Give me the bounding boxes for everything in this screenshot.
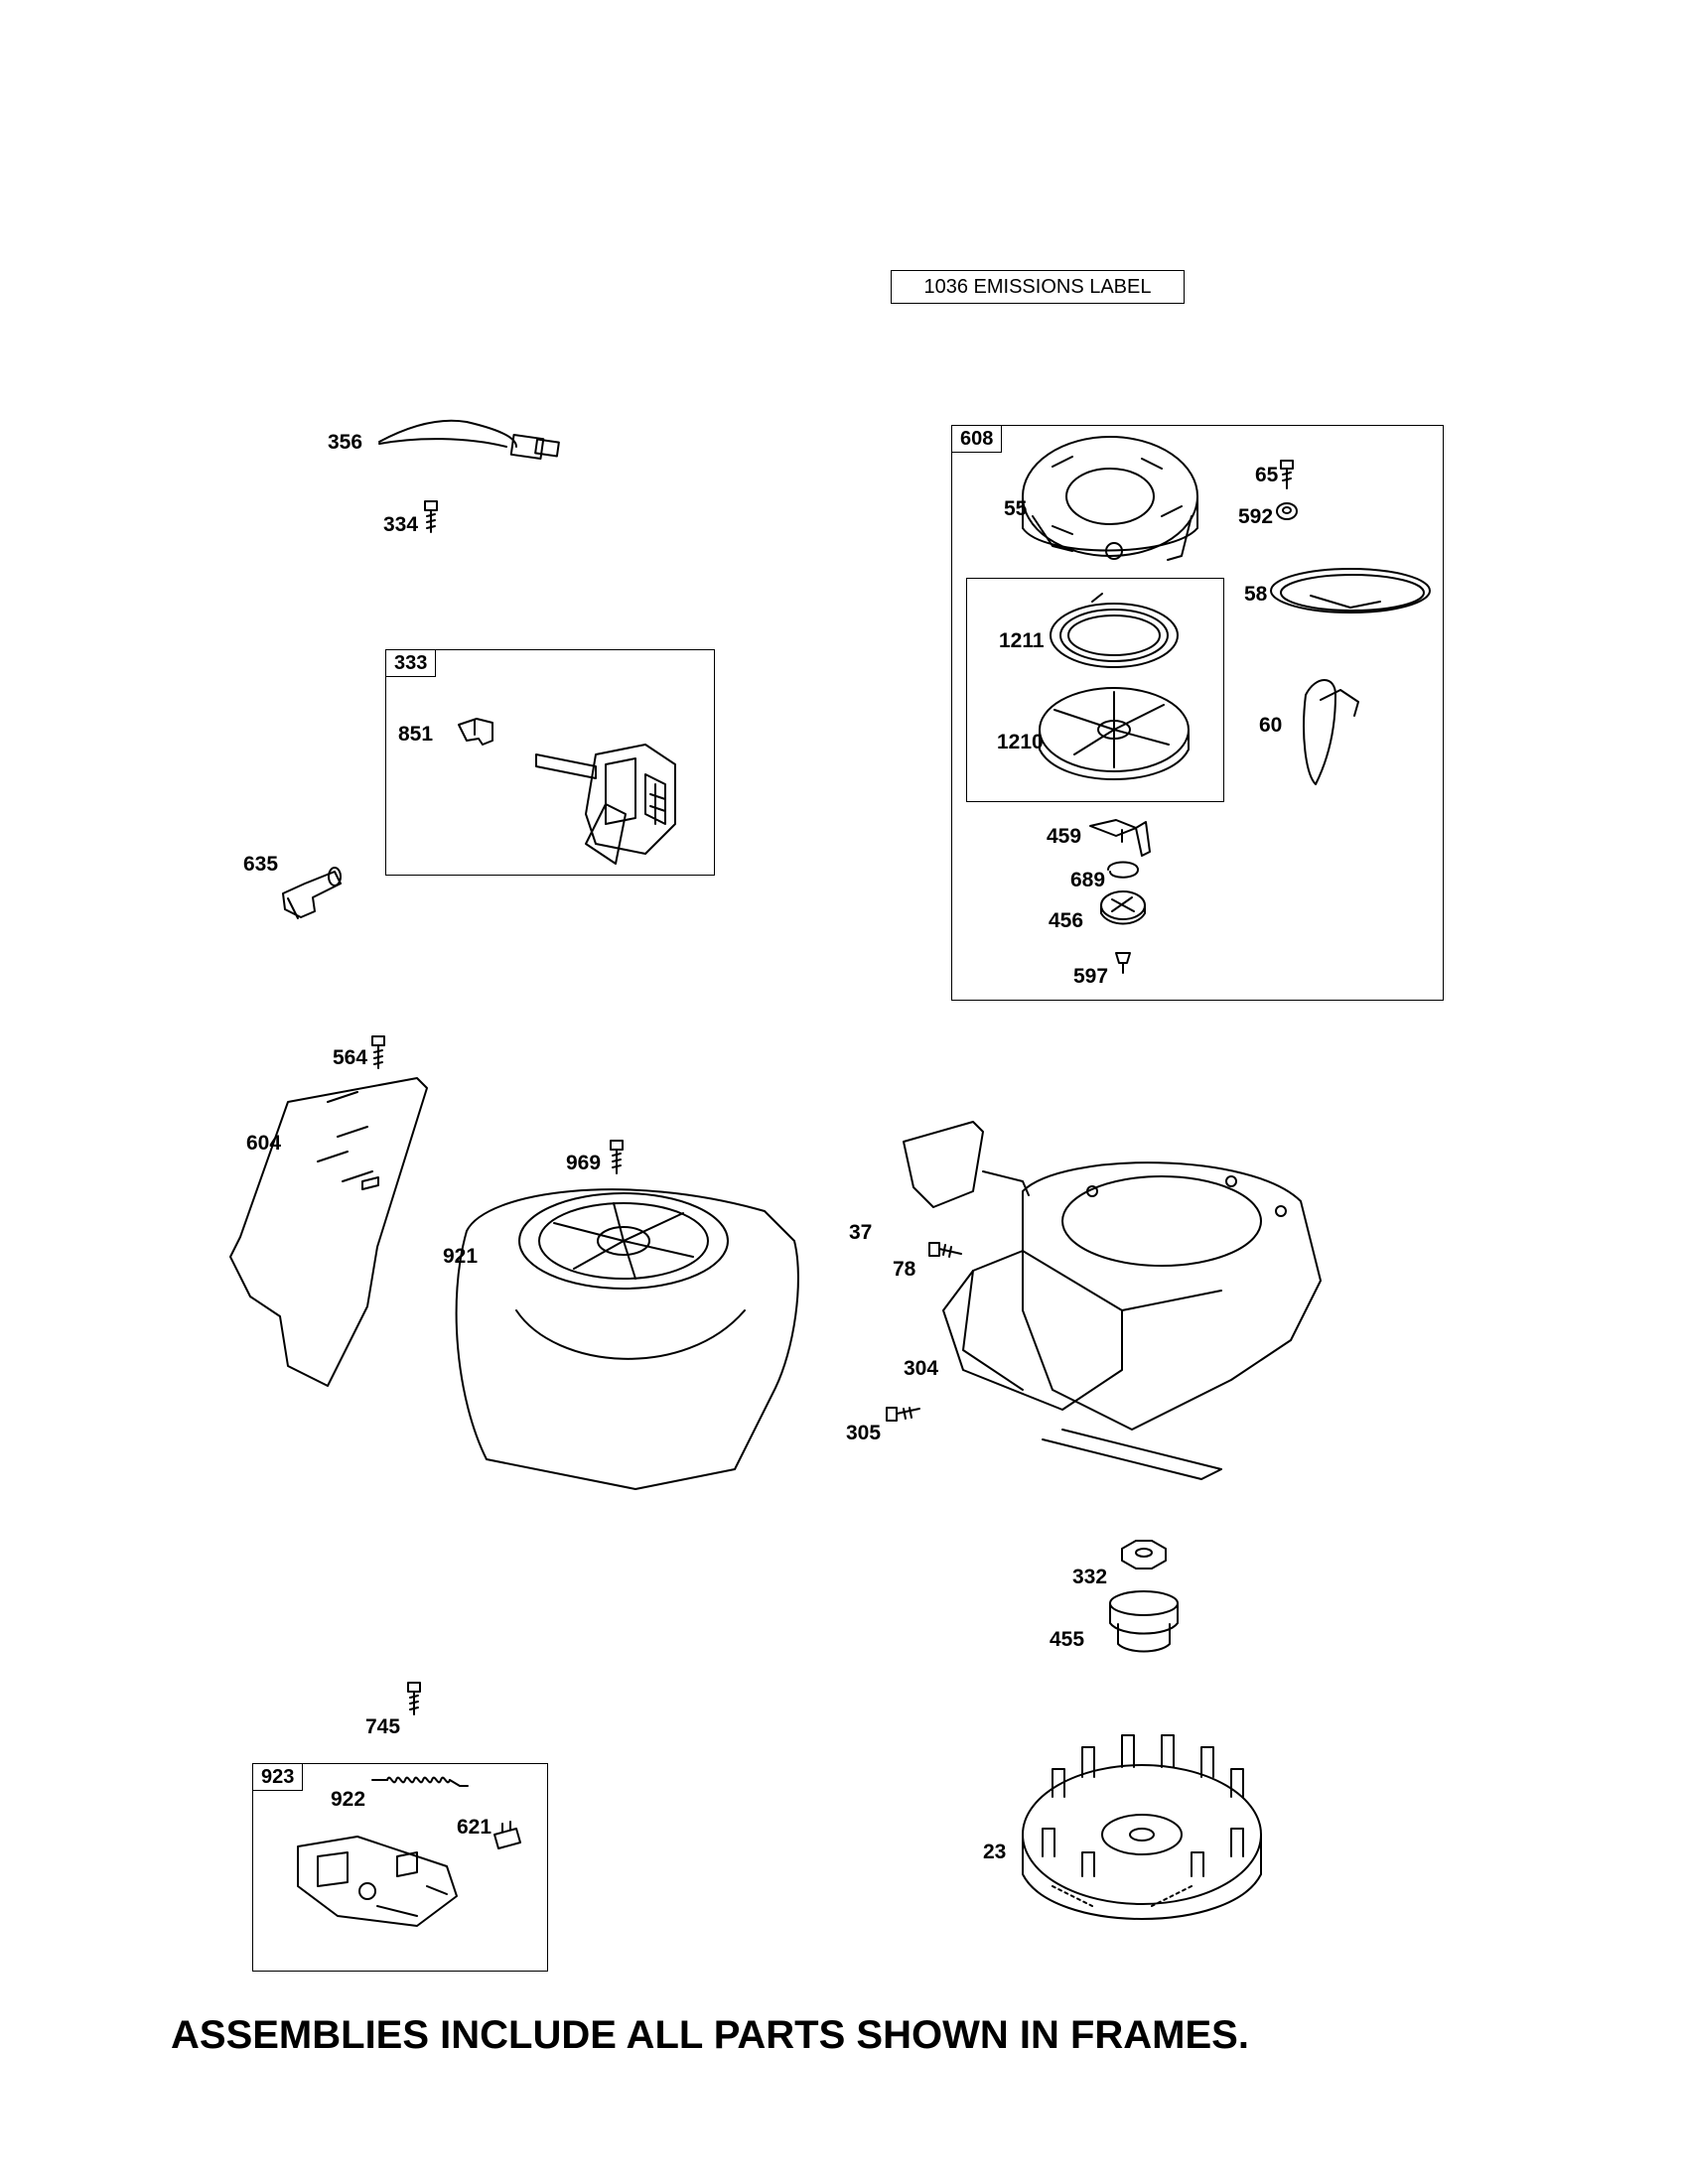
label-65: 65 bbox=[1255, 464, 1279, 486]
label-78: 78 bbox=[893, 1258, 916, 1281]
label-592: 592 bbox=[1238, 505, 1274, 528]
starter-handle-60-drawing bbox=[1303, 679, 1359, 785]
label-304: 304 bbox=[904, 1357, 939, 1380]
label-689: 689 bbox=[1070, 869, 1106, 891]
control-bracket-923-drawing bbox=[297, 1836, 458, 1927]
pawl-459-drawing bbox=[1089, 819, 1151, 857]
label-922: 922 bbox=[331, 1788, 366, 1811]
frame-923-tag: 923 bbox=[252, 1763, 304, 1791]
label-635: 635 bbox=[243, 853, 279, 876]
label-1211: 1211 bbox=[999, 629, 1045, 652]
governor-spring-922-drawing bbox=[371, 1776, 469, 1787]
screw-969-drawing bbox=[610, 1140, 624, 1174]
ignition-armature-333-drawing bbox=[458, 718, 676, 865]
label-459: 459 bbox=[1047, 825, 1082, 848]
retainer-ring-689-drawing bbox=[1107, 861, 1139, 879]
starter-rope-58-drawing bbox=[1270, 568, 1431, 614]
baffle-604-drawing bbox=[229, 1077, 428, 1387]
label-745: 745 bbox=[365, 1715, 401, 1738]
frame-608-tag: 608 bbox=[951, 425, 1003, 453]
label-969: 969 bbox=[566, 1152, 602, 1174]
label-55: 55 bbox=[1004, 497, 1028, 520]
frame-608 bbox=[951, 425, 1444, 1001]
label-58: 58 bbox=[1244, 583, 1268, 606]
blower-housing-921-drawing bbox=[455, 1188, 799, 1490]
emissions-label-box: 1036 EMISSIONS LABEL bbox=[891, 270, 1185, 304]
label-621: 621 bbox=[457, 1816, 492, 1839]
label-597: 597 bbox=[1073, 965, 1109, 988]
label-851: 851 bbox=[398, 723, 434, 746]
pulley-1210-drawing bbox=[1039, 687, 1190, 780]
frame-333 bbox=[385, 649, 715, 876]
link-621-drawing bbox=[493, 1821, 521, 1849]
blower-housing-304-drawing bbox=[942, 1161, 1322, 1480]
label-921: 921 bbox=[443, 1245, 479, 1268]
footer-note: ASSEMBLIES INCLUDE ALL PARTS SHOWN IN FR… bbox=[171, 2013, 1249, 2057]
screw-305-drawing bbox=[886, 1407, 920, 1422]
screw-564-drawing bbox=[371, 1035, 385, 1069]
screw-78-drawing bbox=[928, 1242, 962, 1258]
spark-plug-boot-635-drawing bbox=[282, 867, 342, 919]
retainer-456-drawing bbox=[1100, 890, 1146, 925]
label-604: 604 bbox=[246, 1132, 282, 1155]
frame-starter-inner bbox=[966, 578, 1224, 802]
label-1210: 1210 bbox=[997, 731, 1044, 753]
air-guide-37-drawing bbox=[903, 1121, 1030, 1208]
rewind-spring-1211-drawing bbox=[1050, 593, 1179, 668]
label-305: 305 bbox=[846, 1422, 882, 1444]
screw-65-drawing bbox=[1280, 460, 1294, 489]
screw-334-drawing bbox=[424, 500, 438, 533]
frame-923 bbox=[252, 1763, 548, 1972]
label-60: 60 bbox=[1259, 714, 1283, 737]
starter-housing-55-drawing bbox=[1022, 436, 1198, 561]
label-37: 37 bbox=[849, 1221, 873, 1244]
flywheel-nut-332-drawing bbox=[1121, 1540, 1167, 1570]
label-23: 23 bbox=[983, 1841, 1007, 1863]
label-356: 356 bbox=[328, 431, 363, 454]
nut-592-drawing bbox=[1276, 502, 1298, 520]
starter-cup-455-drawing bbox=[1109, 1590, 1179, 1653]
label-334: 334 bbox=[383, 513, 419, 536]
wire-lead-356-drawing bbox=[378, 419, 560, 460]
frame-333-tag: 333 bbox=[385, 649, 437, 677]
label-455: 455 bbox=[1050, 1628, 1085, 1651]
screw-597-drawing bbox=[1115, 952, 1131, 974]
label-456: 456 bbox=[1049, 909, 1084, 932]
flywheel-23-drawing bbox=[1022, 1734, 1262, 1920]
label-332: 332 bbox=[1072, 1566, 1108, 1588]
label-564: 564 bbox=[333, 1046, 368, 1069]
screw-745-drawing bbox=[407, 1682, 421, 1715]
